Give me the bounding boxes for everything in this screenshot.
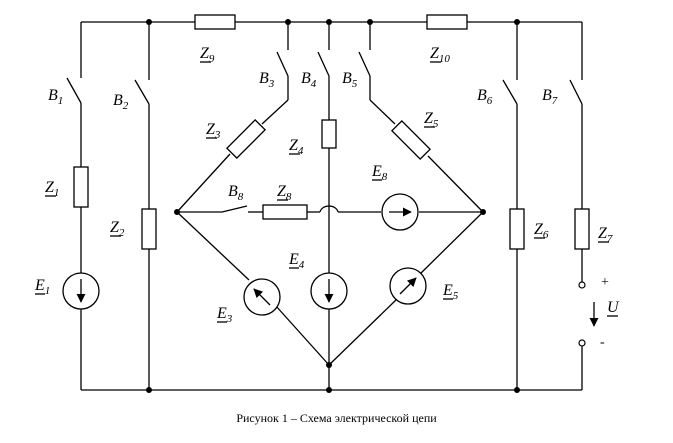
label-E4: E4 [288,251,305,271]
Z4-impedance [321,119,337,149]
junctions [146,19,520,393]
B2-switch [134,79,150,105]
label-B8: B8 [228,183,244,203]
label-B1: B1 [48,87,63,107]
label-Z4: Z4 [289,137,304,157]
B1-switch [66,77,82,104]
label-E1: E1 [34,277,50,297]
Z5-impedance [390,119,432,161]
label-U: U [607,299,620,316]
Z9-impedance [194,14,236,30]
label-E8: E8 [371,163,388,183]
B8-switch [221,205,248,213]
Z2-impedance [141,208,157,250]
minus-terminal [578,339,586,347]
switches [66,51,583,213]
B4-switch [317,51,330,77]
labels: Z9 Z10 B1 B2 B3 B4 B5 B6 B7 B8 Z1 Z2 Z3 … [34,45,620,350]
label-Z7: Z7 [598,225,613,245]
Z1-impedance [73,166,89,208]
Z6-impedance [509,208,525,250]
E5-source [389,267,427,305]
label-B2: B2 [113,92,129,112]
B6-switch [502,79,518,105]
label-B5: B5 [342,70,358,90]
label-plus: + [601,275,609,290]
E1-source [62,272,100,310]
B3-switch [276,51,289,77]
Z10-impedance [426,14,468,30]
label-B4: B4 [301,70,317,90]
figure-caption: Рисунок 1 – Схема электрической цепи [236,411,437,425]
Z7-impedance [574,208,590,250]
wires [80,21,583,391]
label-Z1: Z1 [45,179,59,199]
label-minus: - [600,335,605,350]
B7-switch [569,79,583,105]
Z3-impedance [225,118,267,160]
label-B6: B6 [477,87,493,107]
E3-source [243,278,281,316]
label-Z3: Z3 [206,121,221,141]
label-Z8: Z8 [277,183,292,203]
label-Z5: Z5 [424,110,439,130]
E4-source [310,272,348,310]
label-E3: E3 [216,305,233,325]
label-Z10: Z10 [430,45,450,65]
label-Z6: Z6 [534,221,549,241]
E8-source [381,193,419,231]
label-B7: B7 [542,87,558,107]
label-Z2: Z2 [110,219,125,239]
Z8-impedance [262,204,308,220]
label-B3: B3 [259,70,275,90]
B5-switch [358,51,371,77]
plus-terminal [578,281,586,289]
label-E5: E5 [442,282,459,302]
label-Z9: Z9 [200,45,215,65]
